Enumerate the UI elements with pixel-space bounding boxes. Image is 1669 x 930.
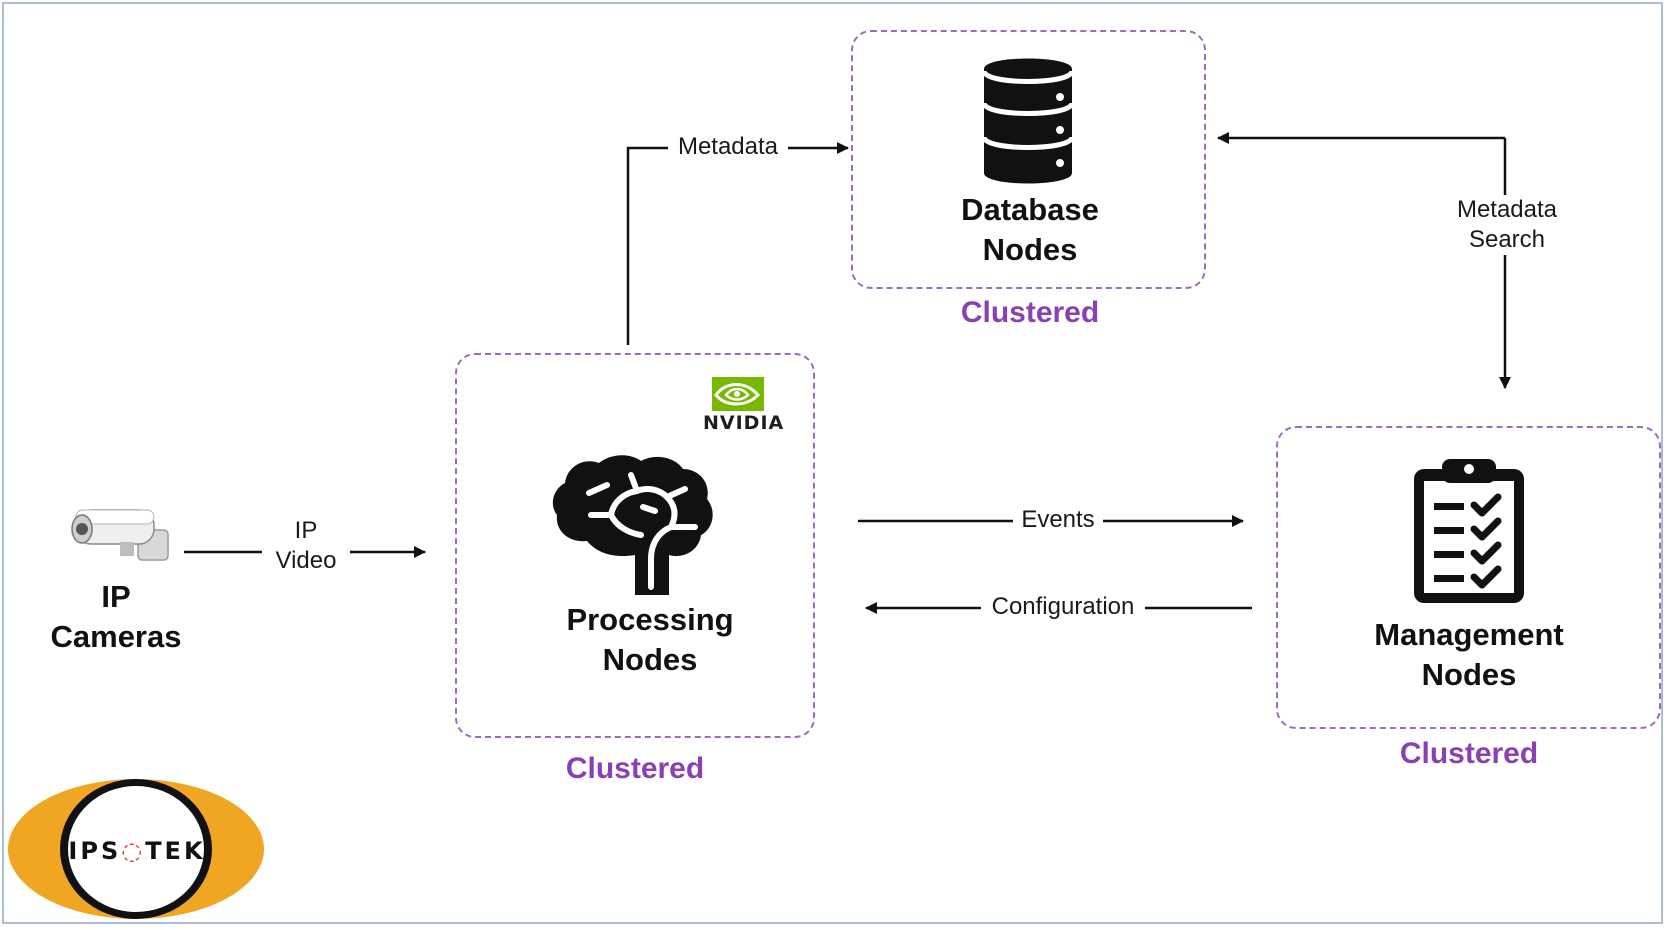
ipsotek-logo: IPS◌TEK [8, 779, 264, 919]
brain-icon [552, 455, 713, 595]
ip-video-label-line1: IP [294, 517, 318, 544]
ip-cameras-title-line2: Cameras [50, 619, 182, 654]
svg-text:IPS◌TEK: IPS◌TEK [68, 837, 205, 865]
processing-cluster-box [455, 353, 815, 738]
database-nodes-title: Database Nodes [900, 190, 1160, 270]
nvidia-wordmark: NVIDIA [703, 412, 785, 434]
events-label: Events [1013, 505, 1103, 535]
processing-cluster-label: Clustered [565, 752, 705, 785]
ip-cameras-title-line1: IP [101, 579, 131, 614]
database-icon [981, 58, 1075, 184]
database-cluster-label: Clustered [960, 296, 1100, 329]
metadata-search-label: Metadata Search [1446, 195, 1568, 255]
arrow-metadata [626, 142, 849, 345]
ip-camera-icon [71, 509, 169, 561]
processing-nodes-title: Processing Nodes [520, 600, 780, 680]
management-nodes-title-line1: Management [1374, 617, 1564, 652]
database-nodes-title-line2: Nodes [982, 232, 1078, 267]
configuration-label: Configuration [981, 592, 1145, 622]
metadata-search-label-line2: Search [1468, 226, 1546, 253]
ip-cameras-title: IP Cameras [30, 577, 202, 657]
processing-nodes-title-line1: Processing [566, 602, 734, 637]
management-nodes-title: Management Nodes [1329, 615, 1609, 695]
management-cluster-label: Clustered [1399, 737, 1539, 770]
management-cluster-box [1276, 426, 1661, 729]
management-nodes-title-line2: Nodes [1421, 657, 1517, 692]
clipboard-checklist-icon [1414, 459, 1524, 603]
processing-nodes-title-line2: Nodes [602, 642, 698, 677]
metadata-search-label-line1: Metadata [1456, 196, 1558, 223]
database-nodes-title-line1: Database [961, 192, 1099, 227]
metadata-label: Metadata [668, 132, 788, 162]
database-cluster-box [851, 30, 1206, 289]
ip-video-label-line2: Video [275, 547, 337, 574]
ip-video-label: IP Video [262, 516, 350, 576]
nvidia-eye-icon [712, 377, 764, 411]
